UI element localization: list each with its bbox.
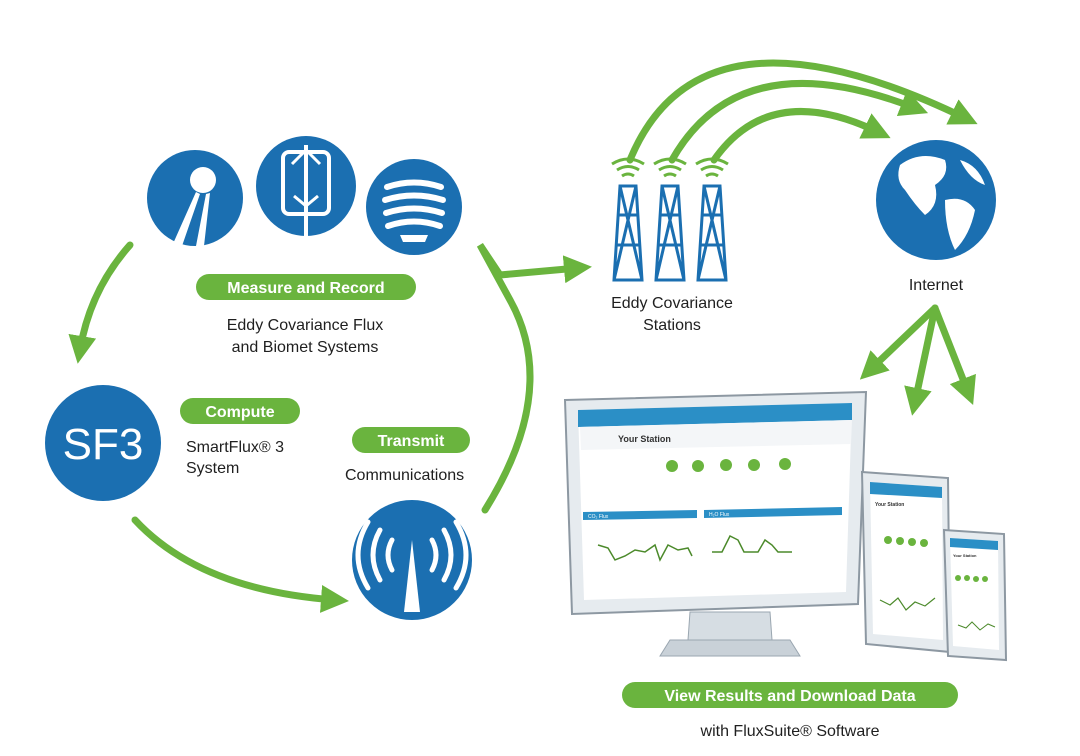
radiation-shield-icon [366, 159, 462, 255]
tower-icon [695, 157, 729, 282]
globe-icon [876, 140, 996, 260]
transmit-label: Transmit [378, 433, 445, 450]
phone-page-title: Your Station [953, 553, 977, 558]
arrow-station-internet-2 [668, 80, 929, 164]
measure-desc-line2: and Biomet Systems [232, 339, 379, 356]
chart-panel-title-1: CO₂ Flux [588, 514, 609, 520]
h2o-flux-line [712, 534, 792, 553]
tower-icon [611, 157, 645, 282]
tower-icons [611, 157, 729, 282]
tower-icon [653, 157, 687, 282]
sf3-badge-text: SF3 [63, 420, 144, 469]
flow-arrows [68, 59, 978, 613]
compute-desc-line1: SmartFlux® 3 [186, 439, 284, 456]
arrow-transmit-to-stations [476, 243, 592, 514]
transmit-desc: Communications [345, 467, 464, 484]
view-results-badge: View Results and Download Data [622, 682, 958, 708]
compute-desc-line2: System [186, 460, 239, 477]
monitor-page-title: Your Station [618, 434, 671, 444]
measure-desc-line1: Eddy Covariance Flux [227, 317, 384, 334]
status-indicators [666, 458, 791, 472]
sonic-sensor-icon [147, 150, 243, 246]
chart-panel-title-2: H₂O Flux [709, 512, 730, 518]
anemometer-icon [256, 136, 356, 236]
measure-and-record-badge: Measure and Record [196, 274, 416, 300]
stations-label-line2: Stations [643, 317, 701, 334]
arrow-compute-to-transmit [131, 516, 349, 613]
wireless-signal-icon [352, 500, 472, 620]
arrow-internet-down-2 [904, 304, 939, 416]
compute-label: Compute [205, 404, 274, 421]
tablet-device: Your Station [860, 470, 952, 654]
measure-label: Measure and Record [227, 280, 384, 297]
arrow-internet-down-1 [859, 304, 939, 380]
arrow-internet-down-3 [931, 304, 976, 406]
compute-badge: Compute [180, 398, 300, 424]
co2-flux-line [597, 543, 693, 562]
arrow-measure-to-compute [68, 241, 134, 364]
internet-label: Internet [909, 277, 964, 294]
sf3-icon: SF3 [45, 385, 161, 501]
arrow-station-internet-3 [710, 108, 891, 164]
stations-label-line1: Eddy Covariance [611, 295, 733, 312]
results-desc: with FluxSuite® Software [700, 723, 880, 740]
desktop-monitor: Your Station CO₂ Flux H₂O Flux [563, 390, 868, 657]
transmit-badge: Transmit [352, 427, 470, 453]
phone-device: Your Station [942, 528, 1008, 662]
results-label: View Results and Download Data [664, 688, 915, 705]
tablet-page-title: Your Station [875, 502, 904, 508]
arrow-station-internet-1 [626, 59, 978, 164]
